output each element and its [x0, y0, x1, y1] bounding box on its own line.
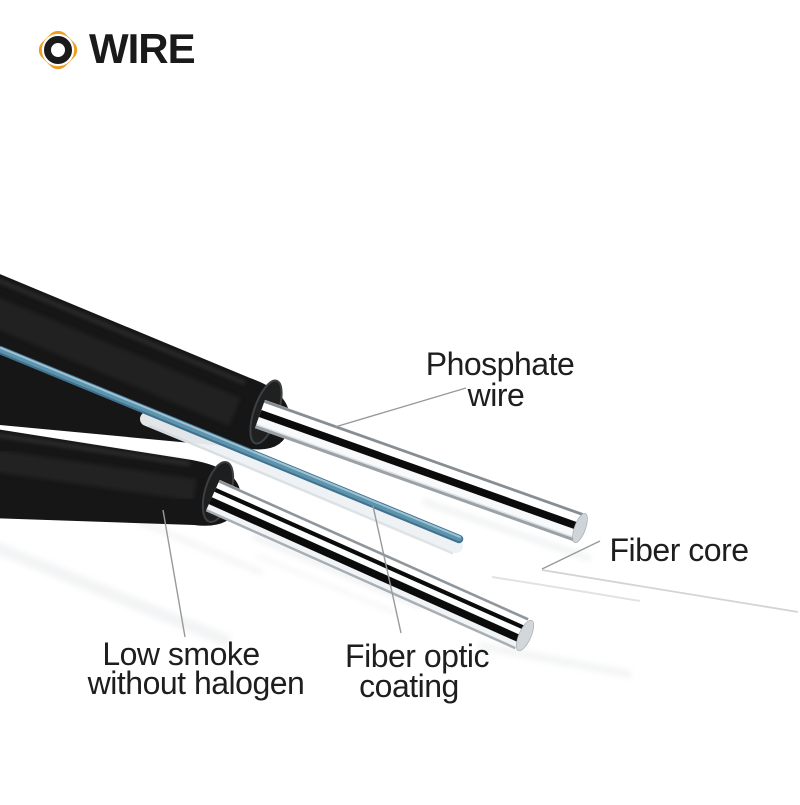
lower-wire-cut-tip: [515, 619, 535, 652]
upper-steel-wire: [254, 399, 588, 544]
owire-o-icon: [38, 30, 78, 70]
inner-sheath-highlight: [140, 412, 463, 555]
owire-logo: WIRE: [30, 22, 196, 78]
leader-phosphate-wire: [334, 387, 467, 428]
label-fiber-optic-coating-line2: coating: [359, 668, 459, 704]
label-low-smoke-line1: Low smoke: [102, 636, 259, 672]
annotation-labels: Phosphate wire Fiber core Low smoke with…: [87, 346, 749, 704]
label-phosphate-wire-line2: wire: [467, 377, 525, 413]
lower-steel-wire: [205, 479, 535, 652]
label-phosphate-wire-line1: Phosphate: [426, 346, 575, 382]
bare-fiber-core-line: [541, 569, 799, 613]
logo-wordmark: WIRE: [89, 25, 196, 72]
label-fiber-core: Fiber core: [609, 532, 748, 568]
upper-wire-cut-tip: [572, 512, 588, 544]
label-low-smoke-line2: without halogen: [87, 665, 305, 701]
leader-lines: [162, 387, 601, 638]
leader-fiber-core: [541, 540, 601, 570]
leader-fiber-optic-coating: [372, 505, 402, 634]
label-fiber-optic-coating-line1: Fiber optic: [345, 638, 489, 674]
fiber-optic-coating: [0, 345, 464, 544]
leader-low-smoke: [162, 509, 186, 638]
